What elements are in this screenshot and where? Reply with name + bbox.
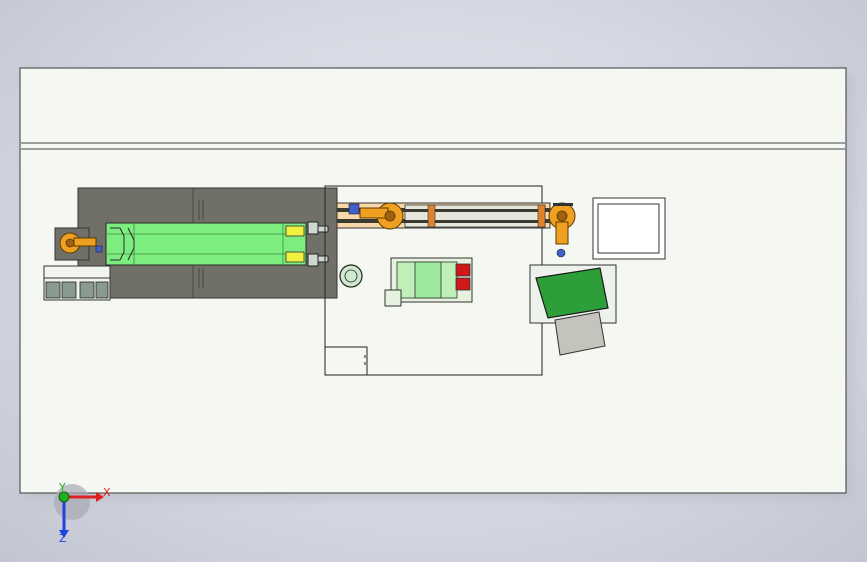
axis-y-label: Y — [58, 481, 66, 494]
axis-x-label: X — [103, 486, 111, 499]
end-stops — [307, 221, 329, 267]
green-conveyor[interactable] — [105, 222, 307, 266]
parts-racks[interactable] — [43, 265, 111, 301]
control-cabinet[interactable] — [592, 197, 666, 260]
track-robot-2[interactable] — [548, 202, 576, 258]
welding-fixture[interactable] — [384, 257, 473, 307]
rotary-fixture[interactable] — [339, 264, 363, 288]
track-robot-1[interactable] — [348, 202, 404, 230]
left-robot[interactable] — [54, 227, 103, 261]
coordinate-triad-icon: X Y Z — [54, 481, 111, 545]
wall-line — [21, 142, 845, 150]
hopper-station[interactable] — [529, 264, 617, 356]
axis-z-label: Z — [59, 532, 67, 545]
